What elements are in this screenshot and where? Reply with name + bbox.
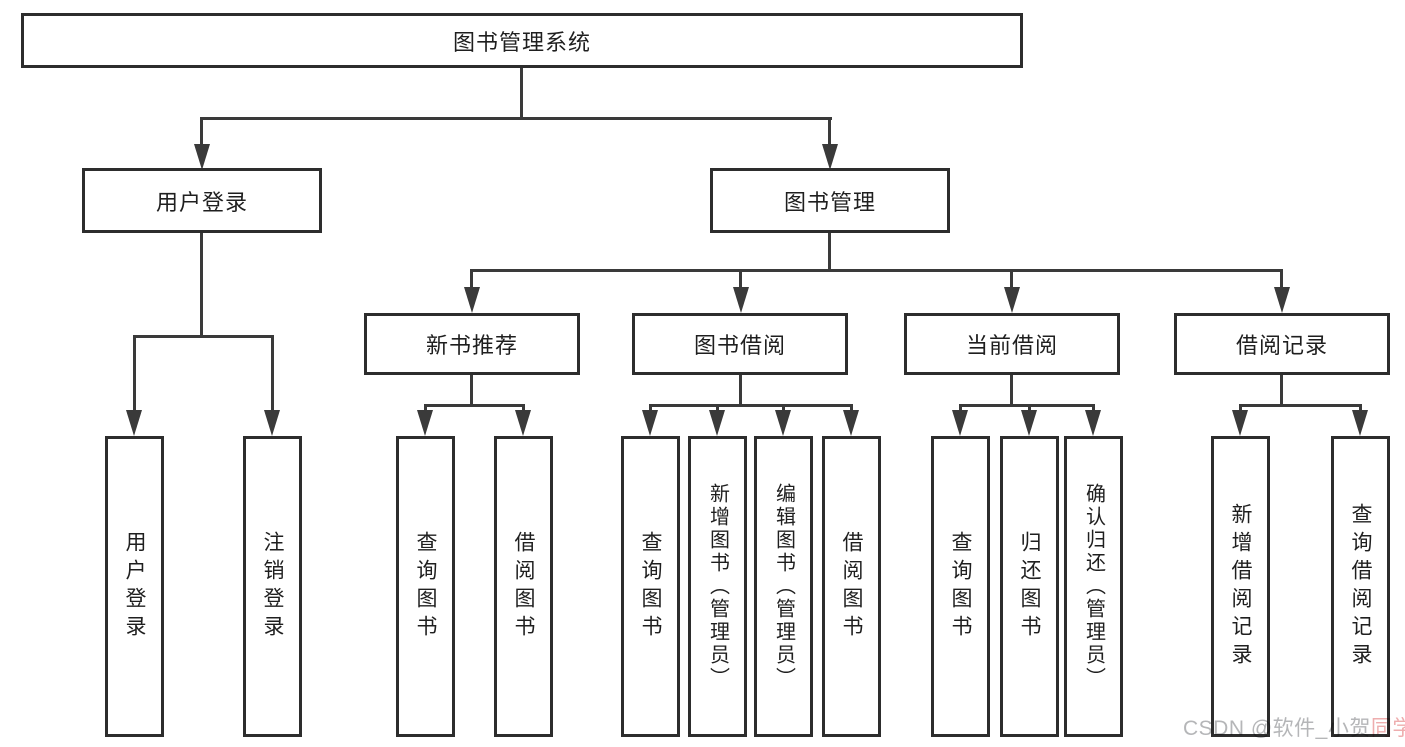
arrowhead-icon (843, 410, 859, 436)
leaf-return-book: 归还图书 (1000, 436, 1059, 737)
arrowhead-icon (733, 287, 749, 313)
arrowhead-icon (1004, 287, 1020, 313)
connector-line (782, 404, 785, 414)
connector-line (649, 404, 652, 414)
connector-line (200, 117, 832, 120)
arrowhead-icon (417, 410, 433, 436)
arrowhead-icon (464, 287, 480, 313)
leaf-borrow-query-book: 查询图书 (621, 436, 680, 737)
arrowhead-icon (709, 410, 725, 436)
connector-line (1028, 404, 1031, 414)
connector-line (470, 375, 473, 406)
arrowhead-icon (1021, 410, 1037, 436)
node-user-login: 用户登录 (82, 168, 322, 233)
arrowhead-icon (952, 410, 968, 436)
leaf-borrow-borrow-book: 借阅图书 (822, 436, 881, 737)
connector-line (959, 404, 962, 414)
connector-line (520, 68, 523, 118)
node-book-borrow-label: 图书借阅 (693, 333, 786, 358)
node-borrow-record-label: 借阅记录 (1235, 333, 1328, 358)
csdn-watermark: CSDN @软件_小贺同学 (1183, 712, 1405, 742)
connector-line (200, 117, 203, 147)
connector-line (522, 404, 525, 414)
leaf-current-query-book: 查询图书 (931, 436, 990, 737)
csdn-watermark-pink: 同学 (1370, 717, 1405, 740)
leaf-borrow-query-book-label: 查询图书 (639, 530, 662, 643)
connector-line (133, 335, 274, 338)
connector-line (471, 269, 1283, 272)
node-book-management: 图书管理 (710, 168, 950, 233)
leaf-recommend-borrow-book-label: 借阅图书 (512, 530, 535, 643)
leaf-add-book-admin-label: 新增图书（管理员） (706, 483, 729, 690)
leaf-query-borrow-record-label: 查询借阅记录 (1349, 502, 1372, 671)
leaf-edit-book-admin: 编辑图书（管理员） (754, 436, 813, 737)
leaf-edit-book-admin-label: 编辑图书（管理员） (772, 483, 795, 690)
node-new-book-recommend-label: 新书推荐 (425, 333, 518, 358)
node-current-borrow-label: 当前借阅 (965, 333, 1058, 358)
arrowhead-icon (775, 410, 791, 436)
node-new-book-recommend: 新书推荐 (364, 313, 580, 375)
arrowhead-icon (1085, 410, 1101, 436)
connector-line (133, 335, 136, 412)
connector-line (1010, 269, 1013, 289)
connector-line (424, 404, 525, 407)
leaf-add-borrow-record-label: 新增借阅记录 (1229, 502, 1252, 671)
connector-line (716, 404, 719, 414)
leaf-recommend-borrow-book: 借阅图书 (494, 436, 553, 737)
connector-line (739, 269, 742, 289)
node-borrow-record: 借阅记录 (1174, 313, 1390, 375)
node-book-management-label: 图书管理 (783, 189, 876, 215)
connector-line (959, 404, 1095, 407)
connector-line (1239, 404, 1242, 414)
connector-line (850, 404, 853, 414)
leaf-return-book-label: 归还图书 (1018, 530, 1041, 643)
connector-line (424, 404, 427, 414)
connector-line (1092, 404, 1095, 414)
connector-line (1239, 404, 1362, 407)
connector-line (271, 335, 274, 412)
connector-line (1280, 375, 1283, 406)
leaf-user-login: 用户登录 (105, 436, 164, 737)
connector-line (649, 404, 853, 407)
leaf-logout: 注销登录 (243, 436, 302, 737)
connector-line (1010, 375, 1013, 406)
connector-line (828, 233, 831, 271)
arrowhead-icon (822, 144, 838, 170)
arrowhead-icon (264, 410, 280, 436)
leaf-recommend-query-book-label: 查询图书 (414, 530, 437, 643)
connector-line (739, 375, 742, 406)
leaf-add-borrow-record: 新增借阅记录 (1211, 436, 1270, 737)
leaf-recommend-query-book: 查询图书 (396, 436, 455, 737)
connector-line (1280, 269, 1283, 289)
connector-line (1359, 404, 1362, 414)
arrowhead-icon (194, 144, 210, 170)
node-current-borrow: 当前借阅 (904, 313, 1120, 375)
node-root: 图书管理系统 (21, 13, 1023, 68)
connector-line (828, 117, 831, 147)
leaf-confirm-return-admin-label: 确认归还（管理员） (1082, 483, 1105, 690)
csdn-watermark-gray: CSDN @软件_小贺 (1183, 717, 1371, 740)
arrowhead-icon (642, 410, 658, 436)
connector-line (470, 269, 473, 289)
node-user-login-label: 用户登录 (155, 189, 248, 215)
connector-line (200, 233, 203, 337)
leaf-borrow-borrow-book-label: 借阅图书 (840, 530, 863, 643)
leaf-logout-label: 注销登录 (261, 530, 284, 643)
arrowhead-icon (1232, 410, 1248, 436)
leaf-user-login-label: 用户登录 (123, 530, 146, 643)
node-root-label: 图书管理系统 (452, 29, 591, 55)
arrowhead-icon (515, 410, 531, 436)
node-book-borrow: 图书借阅 (632, 313, 848, 375)
arrowhead-icon (1274, 287, 1290, 313)
leaf-confirm-return-admin: 确认归还（管理员） (1064, 436, 1123, 737)
leaf-current-query-book-label: 查询图书 (949, 530, 972, 643)
arrowhead-icon (1352, 410, 1368, 436)
leaf-add-book-admin: 新增图书（管理员） (688, 436, 747, 737)
leaf-query-borrow-record: 查询借阅记录 (1331, 436, 1390, 737)
arrowhead-icon (126, 410, 142, 436)
